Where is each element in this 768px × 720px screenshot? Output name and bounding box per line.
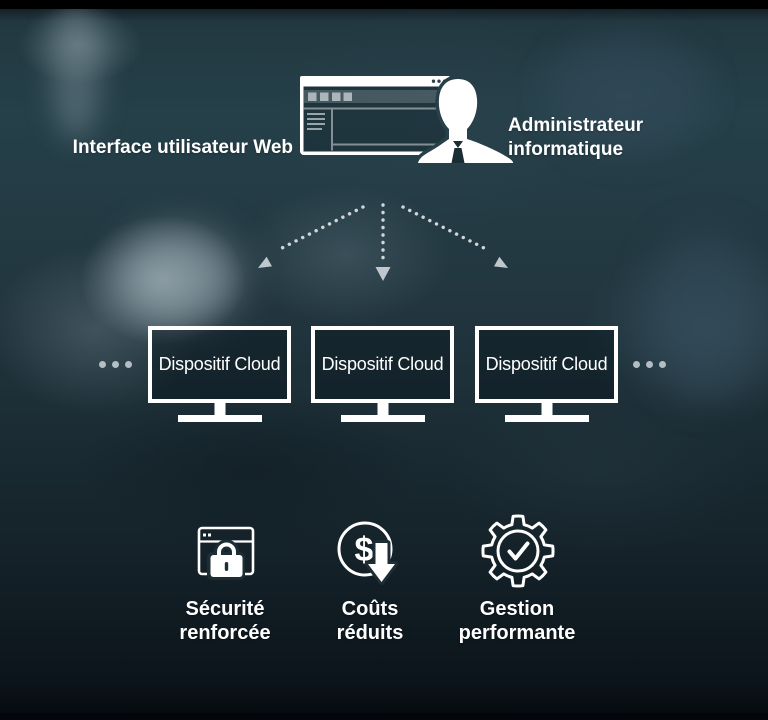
lock-keyhole xyxy=(224,562,229,571)
ellipsis-dot xyxy=(646,361,653,368)
ellipsis-dot xyxy=(125,361,132,368)
cloud-device-monitor-3: Dispositif Cloud xyxy=(475,326,618,422)
arrowhead-down-right-icon xyxy=(494,256,508,268)
check-mark xyxy=(507,541,530,561)
benefit-label-line: réduits xyxy=(336,622,404,644)
cloud-device-label: Dispositif Cloud xyxy=(321,354,444,374)
more-devices-ellipsis-right xyxy=(633,361,666,368)
benefit-label-line: Coûts xyxy=(341,598,399,620)
cloud-device-label: Dispositif Cloud xyxy=(485,354,608,374)
lock-shackle xyxy=(217,542,236,557)
ellipsis-dot xyxy=(659,361,666,368)
monitor-stand-neck xyxy=(214,399,225,416)
cloud-device-monitor-2: Dispositif Cloud xyxy=(311,326,454,422)
admin-label-line2: informatique xyxy=(508,139,624,160)
benefit-label-line: Gestion xyxy=(479,598,555,620)
background-light-blob xyxy=(120,230,240,325)
dollar-reduction-icon: $ xyxy=(337,521,398,585)
arrowhead-down-left-icon xyxy=(258,256,272,268)
admin-label: Administrateur informatique xyxy=(508,114,643,162)
monitor-stand-neck xyxy=(377,399,388,416)
dollar-symbol: $ xyxy=(355,531,374,569)
benefit-label-security: Sécurité renforcée xyxy=(135,597,315,645)
monitor-stand-base xyxy=(340,415,425,422)
more-devices-ellipsis-left xyxy=(99,361,132,368)
ellipsis-dot xyxy=(99,361,106,368)
cloud-device-label: Dispositif Cloud xyxy=(158,354,281,374)
benefit-label-line: performante xyxy=(458,622,576,644)
dotted-arrow-left xyxy=(276,205,365,252)
admin-tie-shape xyxy=(451,148,465,163)
browser-lock-icon xyxy=(197,526,255,580)
gear-outline xyxy=(481,514,555,588)
ellipsis-dot xyxy=(112,361,119,368)
ellipsis-dot xyxy=(633,361,640,368)
cloud-device-monitor-1: Dispositif Cloud xyxy=(148,326,291,422)
background-panel-blur xyxy=(645,230,765,400)
background-light-streak xyxy=(52,0,100,140)
admin-label-line1: Administrateur xyxy=(508,115,644,136)
top-letterbox-bar xyxy=(0,0,768,9)
down-arrow-shape xyxy=(368,543,395,582)
web-ui-label: Interface utilisateur Web xyxy=(72,137,293,158)
browser-window-admin-icon xyxy=(300,76,513,163)
admin-silhouette-icon xyxy=(418,79,513,163)
benefit-label-management: Gestion performante xyxy=(427,597,607,645)
monitor-stand-base xyxy=(177,415,262,422)
browser-window-icon xyxy=(300,76,450,155)
admin-tie-shape xyxy=(453,141,463,148)
monitor-stand-base xyxy=(504,415,589,422)
fanout-arrows xyxy=(258,203,508,281)
benefit-label-costs: Coûts réduits xyxy=(280,597,460,645)
benefit-label-line: Sécurité xyxy=(185,598,265,620)
gear-check-icon xyxy=(481,514,555,588)
monitor-stand-neck xyxy=(541,399,552,416)
arrowhead-down-icon xyxy=(375,267,391,281)
bottom-letterbox-bar xyxy=(0,713,768,720)
dotted-arrow-right xyxy=(401,205,490,252)
check-circle xyxy=(496,529,540,573)
benefit-label-line: renforcée xyxy=(179,622,271,644)
